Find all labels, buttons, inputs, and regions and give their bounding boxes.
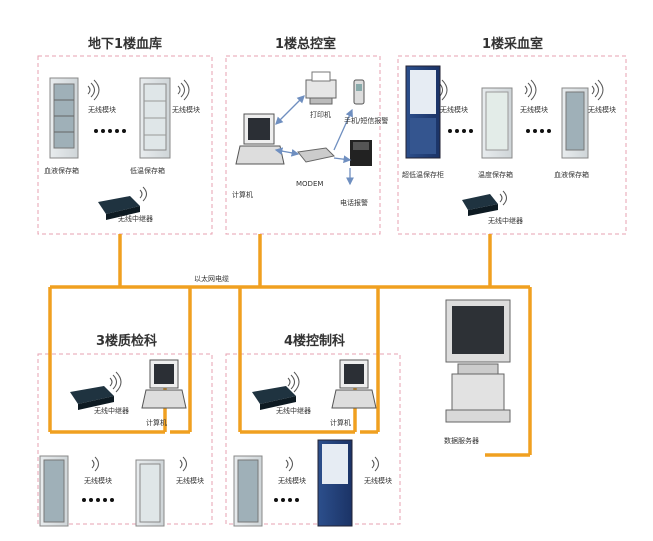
- wireless-relay-icon: [98, 196, 140, 220]
- label-wireless-module: 无线模块: [88, 106, 116, 114]
- blood-storage-cabinet-icon-3: [39, 455, 69, 527]
- ultra-low-freezer-icon: [405, 65, 441, 159]
- modem-icon: [297, 147, 336, 163]
- zone-title-control-dept: 4楼控制科: [284, 334, 346, 349]
- zone-title-collection-room: 1楼采血室: [482, 37, 544, 52]
- label-wireless-relay: 无线中继器: [118, 215, 153, 223]
- computer-laptop-icon: [235, 113, 285, 165]
- label-wireless-module: 无线模块: [176, 477, 204, 485]
- zone-border-qc: [37, 353, 213, 525]
- label-low-temp-storage: 低温保存箱: [130, 167, 165, 175]
- blood-storage-cabinet-icon: [49, 77, 79, 159]
- computer-laptop-icon-qc: [141, 359, 187, 409]
- label-blood-storage-cabinet: 血液保存箱: [554, 171, 589, 179]
- warm-storage-icon: [481, 87, 513, 159]
- data-server-icon: [445, 299, 511, 423]
- printer-icon: [305, 71, 337, 105]
- label-wireless-controller: 无线中继器: [94, 407, 129, 415]
- label-ultra-low-freezer: 超低温保存柜: [402, 171, 444, 179]
- label-wireless-module: 无线模块: [172, 106, 200, 114]
- label-wireless-module: 无线模块: [440, 106, 468, 114]
- blood-storage-cabinet-icon-4: [233, 455, 263, 527]
- zone-border-collection-room: [397, 55, 627, 235]
- zone-title-blood-bank: 地下1楼血库: [88, 37, 163, 52]
- zone-title-qc: 3楼质检科: [96, 334, 158, 349]
- label-data-server: 数据服务器: [444, 437, 479, 445]
- label-sms-alarm: 手机/短信报警: [344, 117, 389, 125]
- label-ethernet-cable: 以太网电缆: [194, 275, 229, 283]
- label-wireless-module: 无线模块: [84, 477, 112, 485]
- label-wireless-module: 无线模块: [588, 106, 616, 114]
- ellipsis-dots: [82, 129, 551, 502]
- label-wireless-module: 无线模块: [278, 477, 306, 485]
- ethernet-cable-network: [48, 234, 532, 457]
- zone-border-blood-bank: [37, 55, 213, 235]
- zone-border-control-room: [225, 55, 381, 235]
- label-wireless-relay: 无线中继器: [488, 217, 523, 225]
- mobile-phone-icon: [353, 79, 365, 105]
- label-wireless-module: 无线模块: [364, 477, 392, 485]
- label-computer: 计算机: [330, 419, 351, 427]
- label-modem: MODEM: [296, 180, 324, 188]
- computer-laptop-icon-control: [331, 359, 377, 409]
- zone-title-control-room: 1楼总控室: [275, 37, 337, 52]
- label-phone-alarm: 电话报警: [340, 199, 368, 207]
- label-warm-storage: 温度保存箱: [478, 171, 513, 179]
- label-blood-storage-cabinet: 血液保存箱: [44, 167, 79, 175]
- device-link-arrows: [274, 95, 354, 186]
- zone-border-control-dept: [225, 353, 401, 525]
- label-printer: 打印机: [310, 111, 331, 119]
- low-temp-storage-icon-2: [135, 459, 165, 527]
- wireless-relay-icon-2: [462, 194, 498, 216]
- telephone-icon: [350, 140, 372, 166]
- wireless-controller-icon-2: [252, 386, 296, 410]
- label-computer: 计算机: [232, 191, 253, 199]
- blood-storage-cabinet-icon-2: [561, 87, 589, 159]
- low-temp-storage-icon: [139, 77, 171, 159]
- label-wireless-module: 无线模块: [520, 106, 548, 114]
- ultra-low-freezer-icon-2: [317, 439, 353, 527]
- label-wireless-controller: 无线中继器: [276, 407, 311, 415]
- wireless-controller-icon: [70, 386, 114, 410]
- label-computer: 计算机: [146, 419, 167, 427]
